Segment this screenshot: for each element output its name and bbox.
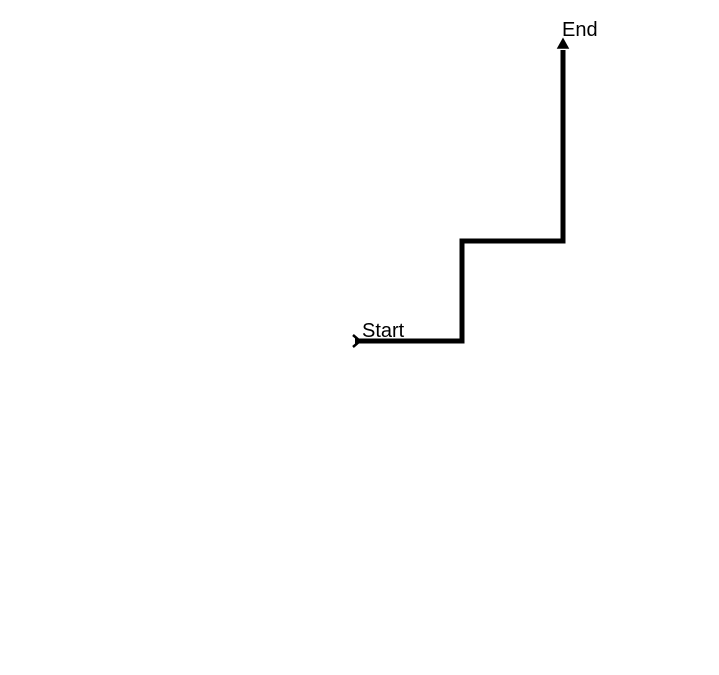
end-label: End [562,19,598,41]
start-label: Start [362,320,405,342]
route-path [355,50,566,344]
end-arrowhead [556,37,570,49]
start-marker [352,334,362,348]
